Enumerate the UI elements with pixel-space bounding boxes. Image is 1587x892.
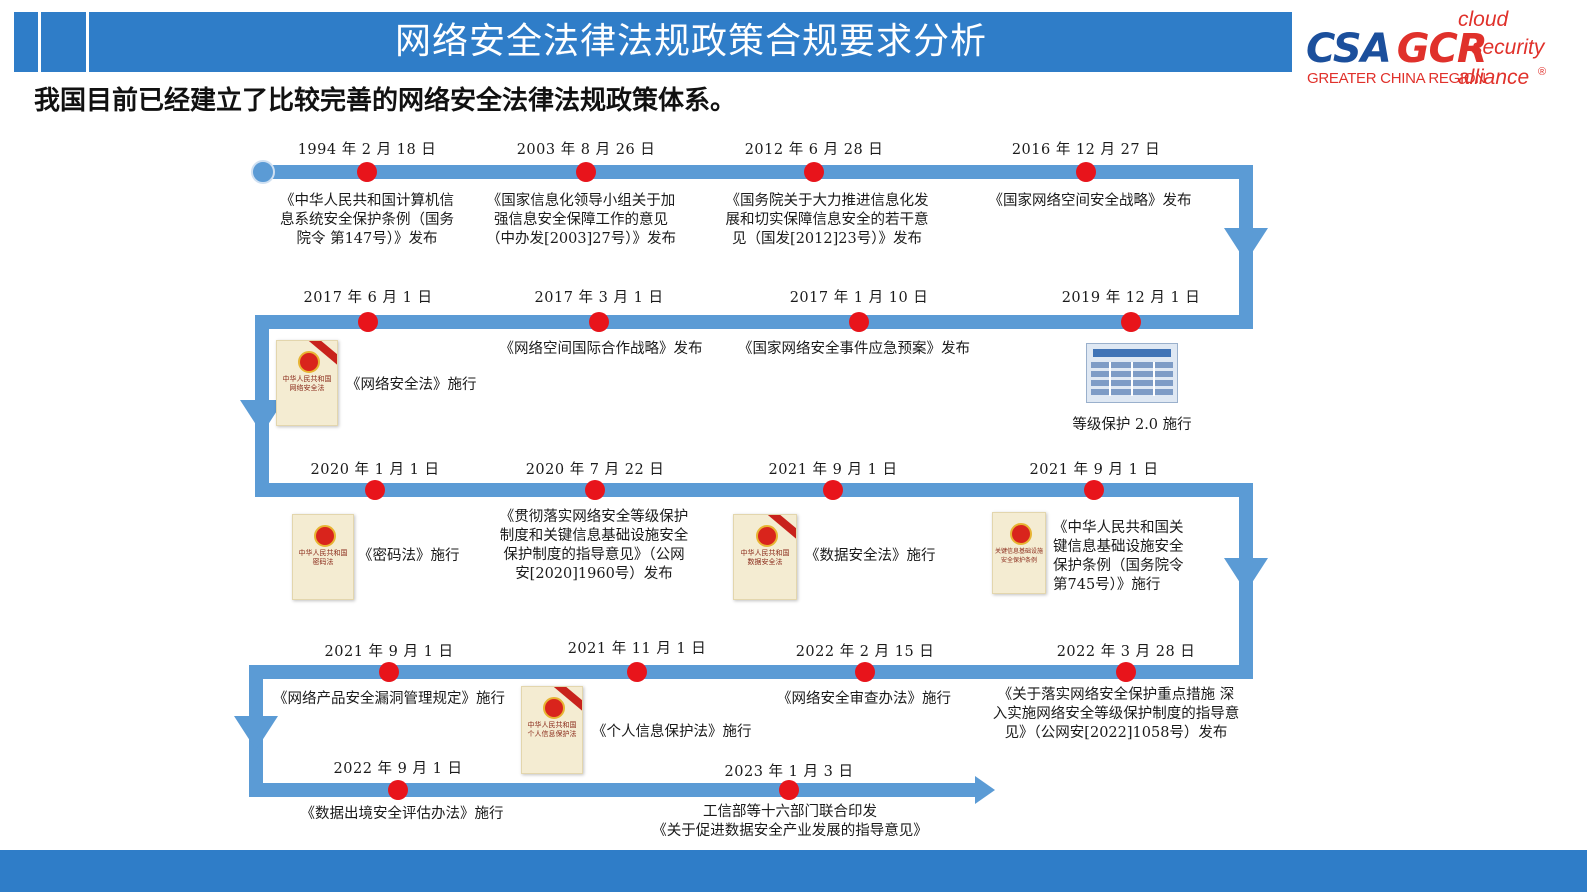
milestone-node: [365, 480, 385, 500]
cii-regulation-cover-image: 关键信息基础设施 安全保护条例: [992, 512, 1046, 594]
milestone-node: [379, 662, 399, 682]
milestone-node: [804, 162, 824, 182]
milestone-node: [1076, 162, 1096, 182]
milestone-node: [627, 662, 647, 682]
milestone-date: 2022 年 9 月 1 日: [333, 761, 463, 777]
milestone-event: 《国家网络安全事件应急预案》发布: [738, 341, 970, 357]
milestone-date: 2016 年 12 月 27 日: [1011, 142, 1161, 158]
milestone-date: 2017 年 3 月 1 日: [534, 290, 664, 306]
milestone-node: [855, 662, 875, 682]
milestone-event: 《中华人民共和国关 键信息基础设施安全 保护条例（国务院令 第745号）》施行: [1053, 520, 1184, 593]
milestone-date: 1994 年 2 月 18 日: [297, 142, 437, 158]
milestone-node: [585, 480, 605, 500]
milestone-event: 《贯彻落实网络安全等级保护 制度和关键信息基础设施安全 保护制度的指导意见》（公…: [499, 509, 689, 582]
milestone-date: 2020 年 7 月 22 日: [525, 462, 665, 478]
down-arrow-right-2: [1224, 558, 1268, 592]
milestone-event: 《国家信息化领导小组关于加 强信息安全保障工作的意见 （中办发[2003]27号…: [486, 193, 676, 247]
milestone-node: [576, 162, 596, 182]
page-title: 网络安全法律法规政策合规要求分析: [394, 21, 987, 62]
subtitle: 我国目前已经建立了比较完善的网络安全法律法规政策体系。: [34, 86, 737, 116]
milestone-date: 2017 年 1 月 10 日: [789, 290, 929, 306]
logo-region-text: GREATER CHINA REGION: [1307, 70, 1486, 87]
milestone-event: 《国务院关于大力推进信息化发 展和切实保障信息安全的若干意 见（国发[2012]…: [725, 193, 929, 247]
milestone-date: 2021 年 11 月 1 日: [567, 641, 707, 657]
title-bar: [14, 12, 1292, 72]
down-arrow-left-2: [234, 716, 278, 750]
milestone-node: [1121, 312, 1141, 332]
pipl-cover-image: 中华人民共和国 个人信息保护法: [521, 686, 583, 774]
logo-alliance-text: alliance: [1458, 66, 1530, 89]
milestone-node: [779, 780, 799, 800]
down-arrow-right-1: [1224, 228, 1268, 262]
mlps-2-diagram-image: [1086, 343, 1178, 403]
data-security-law-cover-image: 中华人民共和国 数据安全法: [733, 514, 797, 600]
milestone-date: 2021 年 9 月 1 日: [324, 644, 454, 660]
milestone-date: 2019 年 12 月 1 日: [1061, 290, 1201, 306]
milestone-node: [1084, 480, 1104, 500]
milestone-node: [1116, 662, 1136, 682]
milestone-event: 《关于落实网络安全保护重点措施 深 入实施网络安全等级保护制度的指导意 见》（公…: [992, 687, 1240, 741]
logo-cloud-text: cloud: [1458, 8, 1509, 31]
milestone-date: 2012 年 6 月 28 日: [744, 142, 884, 158]
cybersecurity-law-cover-image: 中华人民共和国 网络安全法: [276, 340, 338, 426]
milestone-date: 2017 年 6 月 1 日: [303, 290, 433, 306]
milestone-date: 2022 年 2 月 15 日: [795, 644, 935, 660]
milestone-event: 《中华人民共和国计算机信 息系统安全保护条例（国务 院令 第147号）》发布: [280, 193, 454, 247]
cryptography-law-cover-image: 中华人民共和国 密码法: [292, 514, 354, 600]
milestone-event: 《网络安全审查办法》施行: [777, 691, 951, 707]
milestone-event: 《国家网络空间安全战略》发布: [988, 193, 1192, 209]
milestone-date: 2021 年 9 月 1 日: [1029, 462, 1159, 478]
milestone-node: [589, 312, 609, 332]
milestone-date: 2020 年 1 月 1 日: [310, 462, 440, 478]
milestone-date: 2022 年 3 月 28 日: [1056, 644, 1196, 660]
logo-reg-mark: ®: [1538, 66, 1547, 78]
milestone-node: [358, 312, 378, 332]
milestone-date: 2023 年 1 月 3 日: [724, 764, 854, 780]
milestone-date: 2003 年 8 月 26 日: [516, 142, 656, 158]
milestone-node: [849, 312, 869, 332]
down-arrow-left-1: [240, 400, 284, 434]
milestone-event: 《数据安全法》施行: [805, 548, 936, 564]
title-stripe: [38, 12, 41, 72]
timeline-start-node: [251, 160, 275, 184]
milestone-event: 《网络产品安全漏洞管理规定》施行: [273, 691, 505, 707]
logo-security-text: security: [1472, 36, 1545, 59]
milestone-node: [388, 780, 408, 800]
milestone-event: 《密码法》施行: [358, 548, 460, 564]
title-stripe: [86, 12, 89, 72]
milestone-event: 《网络空间国际合作战略》发布: [499, 341, 703, 357]
milestone-event: 《网络安全法》施行: [346, 377, 477, 393]
milestone-event: 工信部等十六部门联合印发 《关于促进数据安全产业发展的指导意见》: [652, 804, 928, 839]
footer-bar: [0, 850, 1587, 892]
milestone-event: 《数据出境安全评估办法》施行: [300, 806, 504, 822]
milestone-event: 《个人信息保护法》施行: [592, 724, 752, 740]
end-arrow: [975, 776, 995, 804]
milestone-date: 2021 年 9 月 1 日: [768, 462, 898, 478]
milestone-node: [357, 162, 377, 182]
milestone-event: 等级保护 2.0 施行: [1072, 417, 1192, 433]
milestone-node: [823, 480, 843, 500]
